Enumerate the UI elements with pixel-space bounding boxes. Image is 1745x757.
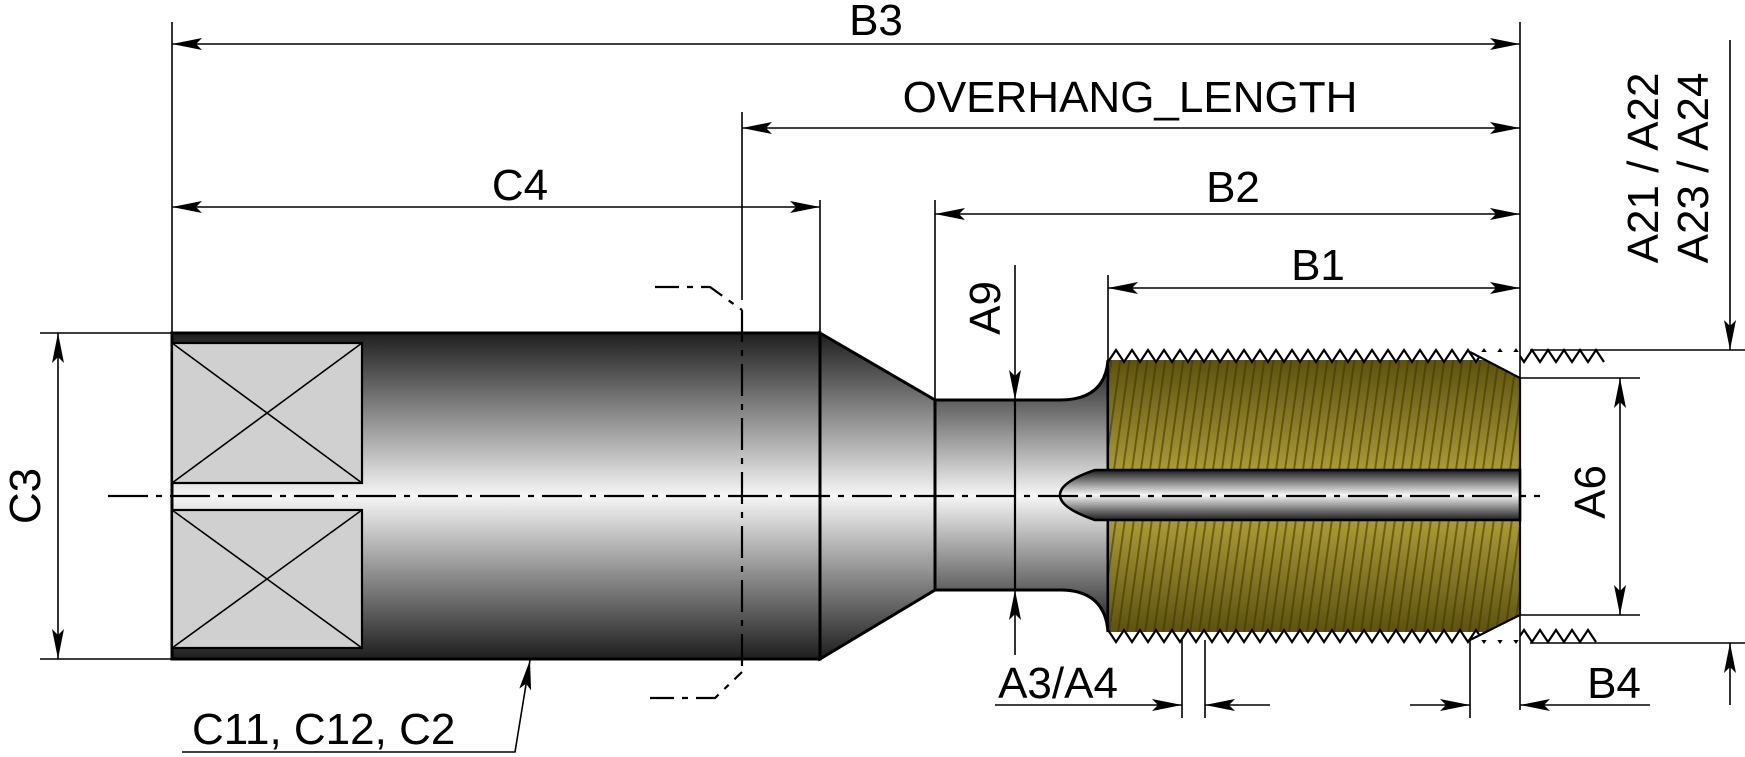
label-a21-a22: A21 / A22 [1619, 73, 1668, 264]
dimension-b2: B2 [935, 163, 1520, 220]
thread-crest-top [1107, 348, 1605, 364]
label-a3-a4: A3/A4 [998, 659, 1118, 708]
dimension-a3-a4: A3/A4 [995, 659, 1270, 711]
label-overhang-length: OVERHANG_LENGTH [903, 73, 1358, 122]
label-c4: C4 [492, 161, 548, 210]
label-c3: C3 [1, 468, 50, 524]
label-b2: B2 [1206, 163, 1260, 212]
label-a6: A6 [1566, 465, 1615, 519]
label-a23-a24: A23 / A24 [1669, 73, 1718, 264]
thread-hatch-lower [1108, 520, 1520, 632]
thread-hatch [1108, 360, 1520, 472]
gauge-line [650, 285, 744, 700]
label-a9: A9 [961, 281, 1010, 335]
label-b1: B1 [1291, 241, 1345, 290]
label-c11-c12-c2: C11, C12, C2 [192, 705, 455, 754]
leader-c11-c12-c2: C11, C12, C2 [182, 659, 532, 754]
dimension-b3: B3 [172, 0, 1520, 50]
square-drive-flats [170, 341, 364, 650]
dimension-a21-a24: A21 / A22 A23 / A24 [1619, 40, 1736, 705]
extension-lines [40, 22, 1745, 718]
dimension-c3: C3 [1, 333, 64, 659]
dimension-b4: B4 [1410, 659, 1650, 711]
label-b3: B3 [849, 0, 903, 45]
dimension-a9: A9 [961, 265, 1021, 655]
dimension-a6: A6 [1566, 378, 1626, 615]
dimension-b1: B1 [1108, 241, 1520, 294]
label-b4: B4 [1587, 659, 1641, 708]
dimension-c4: C4 [172, 161, 820, 213]
dimension-overhang-length: OVERHANG_LENGTH [742, 73, 1520, 134]
